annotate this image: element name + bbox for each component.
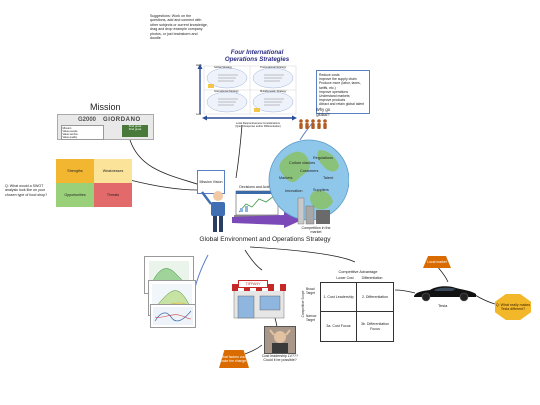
- brand-name: GIORDANO: [103, 117, 141, 123]
- link-person-trap: [244, 344, 263, 355]
- swot-strengths: Strengths: [56, 159, 94, 183]
- change-factors-note: What factors could make the change?: [219, 350, 249, 368]
- competition-label: Competition in the market: [301, 226, 331, 235]
- link-center-shop: [244, 249, 263, 271]
- cell-differentiation: 2. Differentiation: [357, 283, 393, 312]
- globe-label-markets: Markets: [279, 176, 293, 180]
- reason-6: Attract and retain global talent: [319, 102, 365, 107]
- thinking-person-photo: [264, 326, 296, 354]
- link-center-competitive: [249, 246, 356, 263]
- strategies-title: Four International Operations Strategies: [214, 49, 300, 63]
- cell-differentiation-focus: 3b. Differentiation Focus: [360, 322, 390, 331]
- mission-line-2: Value service: [62, 132, 78, 136]
- strategies-title-line1: Four International: [230, 49, 284, 56]
- competitive-matrix: 1. Cost Leadership 2. Differentiation 3a…: [320, 282, 394, 342]
- strategies-panel: Four International Operations Strategies…: [196, 49, 300, 128]
- strategies-caption-line1: Local Responsiveness Considerations: [236, 122, 280, 125]
- reason-1: Improve the supply chain: [319, 77, 357, 82]
- swot-opportunities: Opportunities: [56, 183, 94, 207]
- link-competitive-car: [394, 289, 416, 294]
- globe-label-innovation: Innovation: [285, 189, 303, 193]
- center-title: Global Environment and Operations Strate…: [199, 236, 331, 243]
- mission-right-1: Find great: [128, 127, 142, 132]
- globe-label-culture: Culture clashes: [289, 161, 316, 165]
- reason-0: Reduce costs: [319, 73, 340, 77]
- reason-3: Improve operations: [319, 89, 349, 94]
- globe-label-talent: Talent: [323, 176, 334, 180]
- mission-lines: Mission Value people Value service Value…: [61, 125, 104, 140]
- strategies-caption-line2: (Quick Response and/or Differentiation): [235, 125, 281, 128]
- mission-title: Mission: [90, 102, 121, 112]
- tesla-question: Q: What really makes Tesla different?: [495, 294, 531, 320]
- axis-low-label: Low: [196, 112, 202, 116]
- factory-buildings-icon: [297, 197, 330, 225]
- chart-bottom-graphic: [153, 307, 193, 325]
- mission-line-0: Mission: [62, 126, 72, 130]
- globe-icon: [268, 139, 349, 221]
- chart-card-bottom: [150, 304, 196, 328]
- link-strategies-center: [235, 124, 243, 179]
- quadrant-global: Global Strategy: [214, 66, 232, 69]
- mission-green-panel: Find great Find great: [122, 124, 148, 137]
- reason-2: Produce more (labor, taxes, tariffs, etc…: [319, 81, 361, 90]
- mission-vision-sign: Mission Vision: [197, 170, 225, 194]
- lower-cost-label: Lower Cost: [336, 276, 354, 280]
- globe-label-customers: Customers: [300, 169, 319, 173]
- link-mission-center: [129, 139, 201, 186]
- link-car-top: [436, 265, 449, 283]
- why-global-question: Why go global?: [315, 107, 331, 117]
- purple-arrow-icon: [232, 212, 302, 228]
- quadrant-multidomestic: Multidomestic Strategy: [260, 90, 287, 93]
- competitive-title: Competitive Advantage: [338, 270, 378, 274]
- reason-4: Understand markets: [319, 94, 350, 99]
- strategies-title-line2: Operations Strategies: [224, 55, 290, 63]
- cell-cost-focus: 3a. Cost Focus: [321, 312, 357, 341]
- tesla-label: Tesla: [438, 303, 448, 308]
- decisions-label: Decisions and Acting: [239, 185, 273, 189]
- cell-cost-leadership: 1. Cost Leadership: [321, 283, 357, 312]
- swot-weaknesses: Weaknesses: [94, 159, 132, 183]
- globe-label-suppliers: Suppliers: [313, 188, 329, 192]
- differentiation-label: Differentiation: [361, 276, 383, 280]
- shop-sign: TIFFANY: [238, 280, 268, 288]
- mission-line-1: Value people: [62, 129, 78, 133]
- axis-high-label: High: [196, 63, 202, 67]
- competitive-scope-label: Competitive Scope: [301, 290, 305, 318]
- globe-label-regulations: Regulations: [313, 156, 334, 160]
- strategies-caption: Local Responsiveness Considerations (Qui…: [216, 122, 300, 128]
- strategies-diagram: [197, 64, 297, 121]
- mission-line-3: Value quality: [62, 135, 78, 139]
- tesla-car-icon: [414, 286, 476, 302]
- quadrant-transnational: Transnational Strategy: [260, 66, 286, 69]
- narrow-target-label: Narrow Target: [306, 314, 317, 322]
- swot-grid: Strengths Weaknesses Opportunities Threa…: [56, 159, 132, 207]
- quadrant-international: International Strategy: [214, 90, 239, 93]
- broad-target-label: Broad Target: [306, 287, 315, 295]
- thinking-person-icon: [265, 327, 295, 353]
- reason-5: Improve products: [319, 98, 346, 103]
- suggestions-text: Suggestions: Work on the questions, add …: [150, 14, 208, 41]
- brand-prefix: G2000: [78, 117, 97, 123]
- link-car-q: [474, 294, 496, 305]
- swot-question: Q: What would a SWOT analysis look like …: [5, 184, 48, 197]
- cost-leadership-question: Cost leadership LV??? Could it be possib…: [261, 354, 299, 363]
- why-global-note: Reduce costs Improve the supply chain Pr…: [316, 70, 370, 114]
- link-swot-center: [129, 179, 199, 191]
- mission-right-0: Find great: [128, 124, 142, 128]
- person-figure-icon: [201, 191, 225, 232]
- mission-brand-panel: G2000 GIORDANO Mission Value people Valu…: [57, 114, 154, 140]
- people-group-icon: [299, 119, 327, 129]
- swot-threats: Threats: [94, 183, 132, 207]
- local-market-note: Local market: [423, 256, 451, 268]
